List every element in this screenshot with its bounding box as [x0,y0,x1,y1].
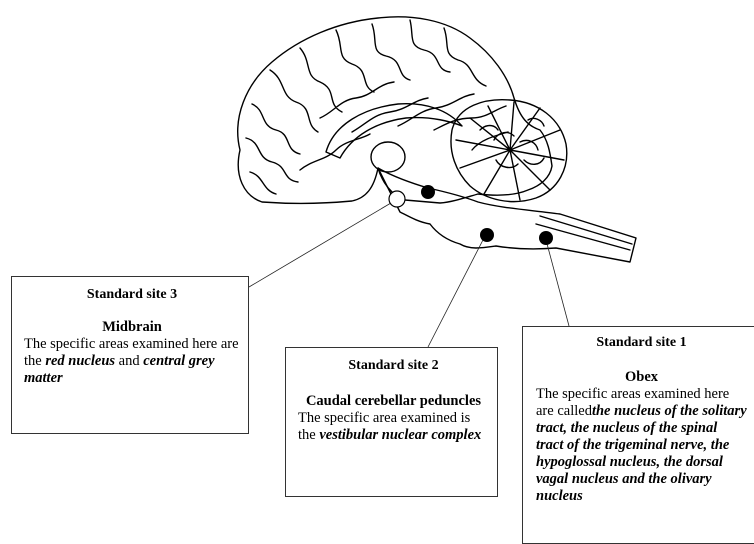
cerebrum-outline [238,17,552,204]
connector-site1 [546,240,569,326]
site3-box: Standard site 3 Midbrain The specific ar… [11,276,249,434]
site1-title: Standard site 1 [536,335,747,351]
marker-site2 [480,228,494,242]
site2-desc-term: vestibular nuclear complex [319,427,481,443]
site1-description: The specific areas examined here are cal… [536,386,747,505]
marker-site3 [389,191,405,207]
marker-midbrain-dot [421,185,435,199]
brainstem-outline [378,168,636,262]
site3-desc-and: and [115,353,143,369]
site3-title: Standard site 3 [24,287,240,303]
site2-description: The specific area examined is the vestib… [298,410,489,444]
connector-site2 [428,236,485,347]
ventricle [371,142,405,172]
site3-region: Midbrain [24,319,240,336]
site1-box: Standard site 1 Obex The specific areas … [522,326,754,544]
site3-desc-term-1: red nucleus [45,353,115,369]
cerebellum-folia [456,102,564,200]
site2-box: Standard site 2 Caudal cerebellar pedunc… [285,347,498,497]
site3-description: The specific areas examined here are the… [24,336,240,387]
site2-region: Caudal cerebellar peduncles [298,392,489,410]
connector-site3 [249,200,396,287]
site2-title: Standard site 2 [298,358,489,374]
marker-site1 [539,231,553,245]
site1-region: Obex [536,369,747,386]
